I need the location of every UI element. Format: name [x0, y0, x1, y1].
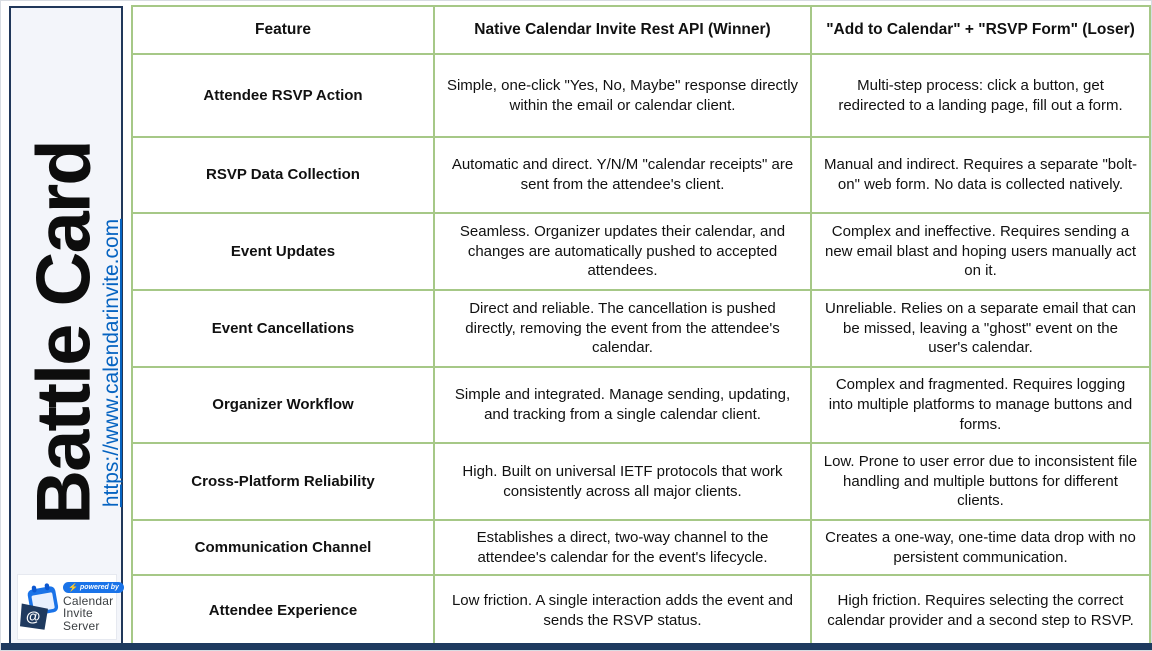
- loser-cell: Manual and indirect. Requires a separate…: [810, 136, 1151, 214]
- loser-cell: Low. Prone to user error due to inconsis…: [810, 442, 1151, 521]
- brand-line: Invite: [63, 606, 93, 621]
- calendar-email-icon: @: [20, 583, 59, 630]
- table-row: Cross-Platform Reliability High. Built o…: [131, 442, 1151, 521]
- loser-cell: Unreliable. Relies on a separate email t…: [810, 289, 1151, 368]
- table-row: RSVP Data Collection Automatic and direc…: [131, 136, 1151, 214]
- header-row: Feature Native Calendar Invite Rest API …: [131, 5, 1151, 55]
- table-row: Attendee Experience Low friction. A sing…: [131, 574, 1151, 647]
- loser-cell: Complex and ineffective. Requires sendin…: [810, 212, 1151, 291]
- feature-cell: Attendee RSVP Action: [131, 53, 435, 138]
- sidebar: Battle Card https://www.calendarinvite.c…: [9, 6, 124, 646]
- brand-line: Server: [63, 618, 100, 633]
- loser-cell: Multi-step process: click a button, get …: [810, 53, 1151, 138]
- loser-cell: High friction. Requires selecting the co…: [810, 574, 1151, 647]
- feature-cell: Cross-Platform Reliability: [131, 442, 435, 521]
- winner-cell: Low friction. A single interaction adds …: [433, 574, 812, 647]
- feature-cell: RSVP Data Collection: [131, 136, 435, 214]
- table-row: Organizer Workflow Simple and integrated…: [131, 366, 1151, 444]
- table-row: Event Updates Seamless. Organizer update…: [131, 212, 1151, 291]
- table-row: Communication Channel Establishes a dire…: [131, 519, 1151, 576]
- winner-cell: Simple and integrated. Manage sending, u…: [433, 366, 812, 444]
- winner-cell: Simple, one-click "Yes, No, Maybe" respo…: [433, 53, 812, 138]
- bottom-accent-bar: [1, 643, 1152, 650]
- winner-cell: Establishes a direct, two-way channel to…: [433, 519, 812, 576]
- website-link[interactable]: https://www.calendarinvite.com: [100, 218, 123, 508]
- feature-cell: Attendee Experience: [131, 574, 435, 647]
- winner-cell: High. Built on universal IETF protocols …: [433, 442, 812, 521]
- column-header-feature: Feature: [131, 5, 435, 55]
- feature-cell: Event Updates: [131, 212, 435, 291]
- winner-cell: Seamless. Organizer updates their calend…: [433, 212, 812, 291]
- column-header-winner: Native Calendar Invite Rest API (Winner): [433, 5, 812, 55]
- winner-cell: Direct and reliable. The cancellation is…: [433, 289, 812, 368]
- feature-cell: Organizer Workflow: [131, 366, 435, 444]
- page-title: Battle Card: [21, 141, 107, 525]
- table-row: Attendee RSVP Action Simple, one-click "…: [131, 53, 1151, 138]
- comparison-table: Feature Native Calendar Invite Rest API …: [131, 5, 1151, 647]
- lightning-icon: ⚡: [68, 582, 78, 592]
- feature-cell: Communication Channel: [131, 519, 435, 576]
- brand-line: Calendar: [63, 593, 114, 608]
- svg-text:@: @: [26, 609, 41, 625]
- calendar-invite-server-logo: @ ⚡ powered by Calendar Invite Server: [17, 574, 124, 640]
- table-row: Event Cancellations Direct and reliable.…: [131, 289, 1151, 368]
- powered-by-label: powered by: [79, 583, 119, 591]
- winner-cell: Automatic and direct. Y/N/M "calendar re…: [433, 136, 812, 214]
- loser-cell: Complex and fragmented. Requires logging…: [810, 366, 1151, 444]
- loser-cell: Creates a one-way, one-time data drop wi…: [810, 519, 1151, 576]
- column-header-loser: "Add to Calendar" + "RSVP Form" (Loser): [810, 5, 1151, 55]
- powered-by-badge: ⚡ powered by: [63, 581, 124, 593]
- feature-cell: Event Cancellations: [131, 289, 435, 368]
